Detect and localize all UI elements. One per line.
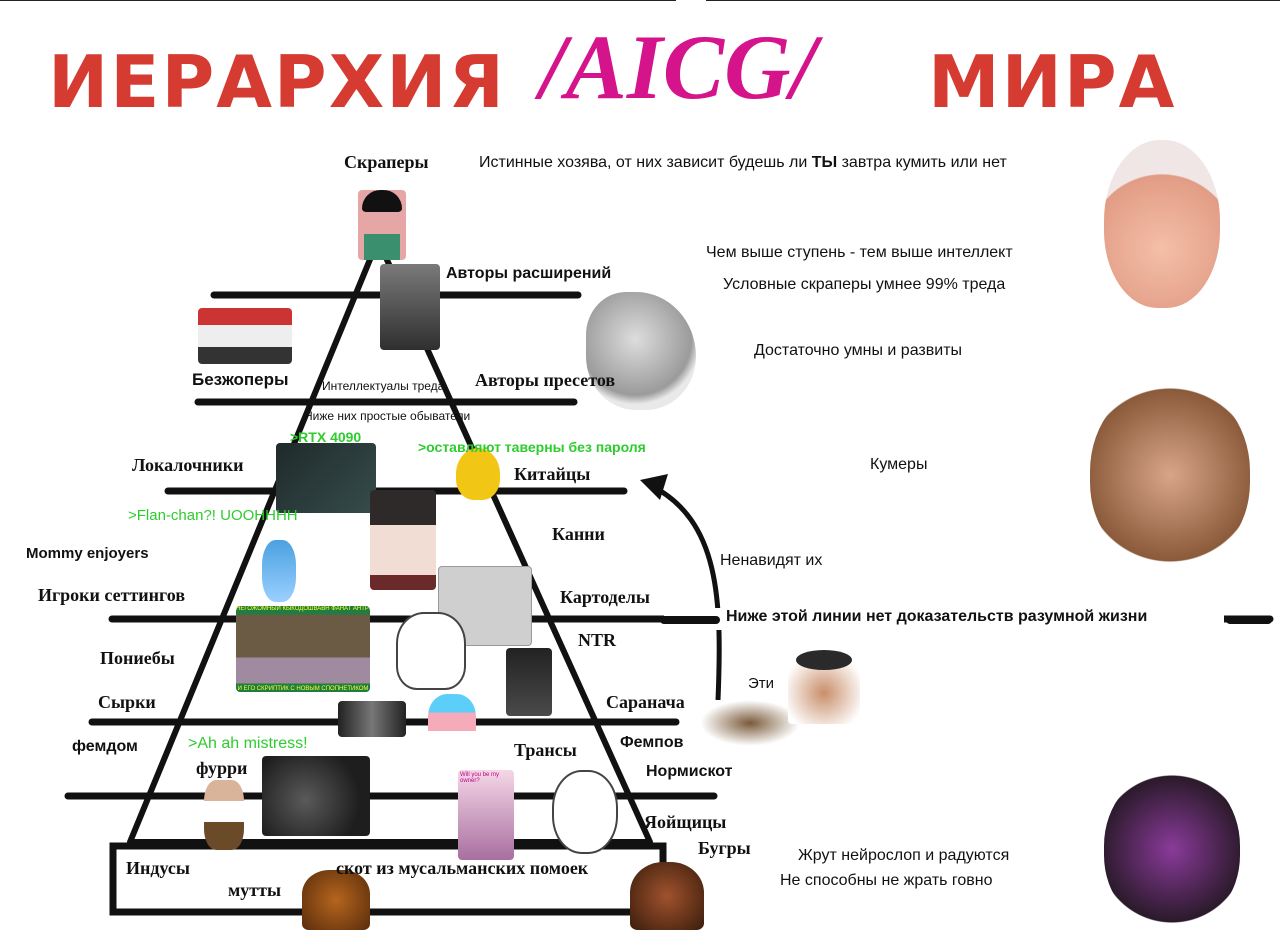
yellow-wojak-image (456, 448, 500, 500)
label-intellectuals: Интеллектуалы треда (322, 379, 445, 393)
anime-girl-image (370, 490, 436, 590)
label-card-makers: Картоделы (560, 587, 650, 607)
label-fempov: Фемпов (620, 734, 684, 751)
note-masters: Истинные хозява, от них зависит будешь л… (479, 154, 1007, 172)
group-photo-image (198, 308, 292, 364)
label-hindus: Индусы (126, 858, 190, 878)
pyramid-outline (127, 237, 653, 845)
top-divider (0, 0, 676, 1)
label-kanni: Канни (552, 524, 605, 544)
label-femdom: фемдом (72, 738, 138, 755)
label-furry: фурри (196, 758, 248, 778)
note-masters-prefix: Истинные хозява, от них зависит будешь л… (479, 154, 812, 171)
top-divider-right (706, 0, 1280, 1)
line-dash-right (1226, 616, 1272, 624)
note-masters-bold: ТЫ (811, 154, 838, 171)
ryan-smiling-face (1090, 382, 1250, 568)
label-preset-authors: Авторы пресетов (475, 370, 616, 390)
chad-face-image (380, 264, 440, 350)
hate-arrow (648, 482, 722, 701)
note-scrapers-smarter: Условные скраперы умнее 99% треда (723, 276, 1006, 293)
grasshopper-image (700, 700, 800, 746)
label-settings-players: Игроки сеттингов (38, 585, 186, 605)
label-chinese: Китайцы (514, 464, 591, 484)
label-ntr: NTR (578, 630, 617, 650)
long-hair-man-image (506, 648, 552, 716)
label-no-life-line: Ниже этой линии нет доказательств разумн… (726, 608, 1148, 625)
label-mommy: Mommy enjoyers (26, 545, 149, 562)
wojak-image (396, 612, 466, 690)
hate-arrow-head (640, 474, 668, 500)
note-cant-stop: Не способны не жрать говно (780, 872, 993, 889)
smoker-photo-image (586, 292, 696, 410)
soldier-face-image (788, 646, 860, 724)
anime-couple-image: Will you be my owner? (458, 770, 514, 860)
ryan-platinum-face (1104, 140, 1220, 308)
trans-flag-wojak-image (428, 694, 476, 750)
label-rtx: >RTX 4090 (290, 429, 362, 445)
scraper-cartoon-image (358, 190, 406, 260)
label-bugry: Бугры (698, 838, 751, 858)
title-right: МИРА (928, 40, 1177, 124)
note-smart-enough: Достаточно умны и развиты (754, 342, 963, 359)
note-coomers: Кумеры (870, 456, 928, 473)
meme-caption-bottom: И ЕГО СКРИПТИК С НОВЫМ СПОПНЕТИКОМ (237, 686, 369, 692)
label-below-simple: Ниже них простые обыватели (304, 409, 471, 423)
ryan-bruised-face (1104, 770, 1240, 928)
computer-guy-image (276, 443, 376, 513)
bearded-wojak-image (630, 862, 704, 930)
screaming-wojak-image (552, 770, 618, 854)
meme-caption-top: НЕГОЖОМНЫЙ КЫКОДОШВАВН ФАНАТ АНТРОПИДОРИ… (236, 606, 370, 612)
monkey-image (302, 870, 370, 930)
label-scrapers: Скраперы (344, 152, 429, 172)
label-ah-mistress: >Ah ah mistress! (188, 735, 308, 752)
small-man-image (204, 780, 244, 850)
label-these: Эти (748, 675, 775, 692)
label-ponyfuckers: Пониебы (100, 648, 175, 668)
dark-face-image (338, 701, 406, 737)
label-taverns: >оставляют таверны без пароля (418, 439, 646, 455)
pyramid-base-box (109, 842, 667, 916)
label-normiscot: Нормискот (646, 763, 733, 780)
label-egg-eaters: Яойщицы (644, 812, 727, 832)
label-bezjopery: Безжоперы (192, 370, 289, 389)
label-hate-them: Ненавидят их (720, 552, 823, 569)
label-cattle: скот из мусальманских помоек (336, 858, 589, 878)
note-eat-slop: Жрут нейрослоп и радуются (798, 847, 1010, 864)
bear-image (262, 756, 370, 836)
line-text-mask (664, 608, 1224, 630)
line-dash-left (660, 616, 720, 624)
label-syrki: Сырки (98, 692, 156, 712)
label-locust: Саранача (606, 692, 685, 712)
note-higher-step: Чем выше ступень - тем выше интеллект (706, 244, 1013, 261)
label-flan: >Flan-chan?! UOOHHHH (128, 507, 298, 524)
title-left: ИЕРАРХИЯ (48, 40, 506, 124)
label-lokal: Локалочники (132, 455, 244, 475)
note-masters-suffix: завтра кумить или нет (837, 154, 1007, 171)
label-mutts: мутты (228, 880, 281, 900)
title-middle: /AICG/ (540, 16, 817, 118)
cirno-image (262, 540, 296, 602)
will-you-caption: Will you be my owner? (460, 772, 500, 784)
pony-meme-image: НЕГОЖОМНЫЙ КЫКОДОШВАВН ФАНАТ АНТРОПИДОРИ… (236, 606, 370, 692)
label-trans: Трансы (514, 740, 577, 760)
label-ext-authors: Авторы расширений (446, 265, 612, 282)
